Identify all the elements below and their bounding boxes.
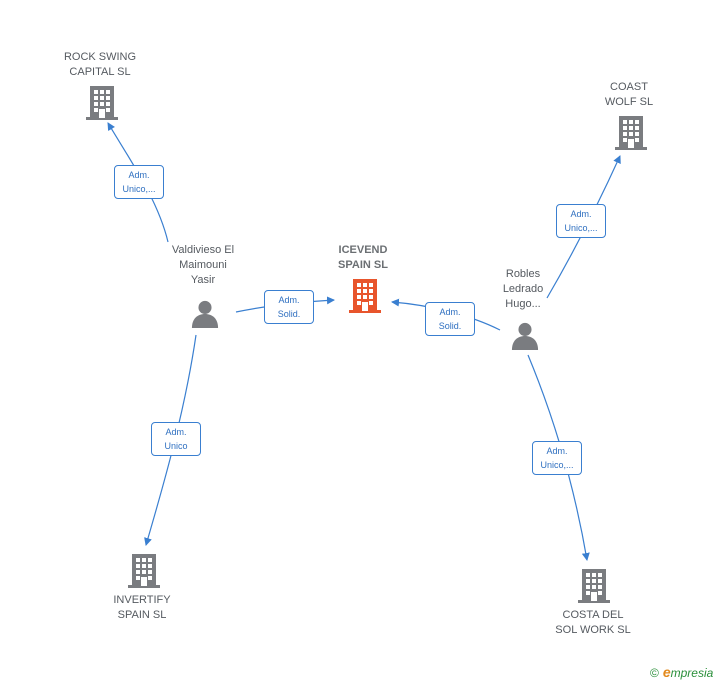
node-icevend-spain-label[interactable]: ICEVEND SPAIN SL <box>338 244 388 271</box>
brand-name: mpresia <box>670 666 714 680</box>
node-invertify-spain-label[interactable]: INVERTIFY SPAIN SL <box>113 594 171 621</box>
edge-label-robles-coast-wolf[interactable]: Adm. Unico,... <box>556 204 606 238</box>
edge-label-robles-costa-del-sol[interactable]: Adm. Unico,... <box>532 441 582 475</box>
node-coast-wolf-label[interactable]: COAST WOLF SL <box>604 81 654 108</box>
building-icon[interactable] <box>128 554 160 588</box>
node-valdivieso-label[interactable]: Valdivieso El Maimouni Yasir <box>171 244 235 286</box>
person-icon[interactable] <box>511 322 539 350</box>
node-rock-swing-capital-label[interactable]: ROCK SWING CAPITAL SL <box>63 51 137 78</box>
edge-label-robles-icevend[interactable]: Adm. Solid. <box>425 302 475 336</box>
copyright-watermark: ©empresia <box>650 664 713 680</box>
person-icon[interactable] <box>191 300 219 328</box>
edge-label-valdivieso-rock-swing[interactable]: Adm. Unico,... <box>114 165 164 199</box>
edge-label-valdivieso-invertify[interactable]: Adm. Unico <box>151 422 201 456</box>
building-icon[interactable] <box>86 86 118 120</box>
copyright-symbol: © <box>650 666 659 680</box>
building-icon[interactable] <box>615 116 647 150</box>
building-icon[interactable] <box>349 279 381 313</box>
node-costa-del-sol-work-label[interactable]: COSTA DEL SOL WORK SL <box>555 609 631 636</box>
brand-initial: e <box>662 664 671 680</box>
edge-label-valdivieso-icevend[interactable]: Adm. Solid. <box>264 290 314 324</box>
building-icon[interactable] <box>578 569 610 603</box>
node-robles-label[interactable]: Robles Ledrado Hugo... <box>502 268 544 310</box>
